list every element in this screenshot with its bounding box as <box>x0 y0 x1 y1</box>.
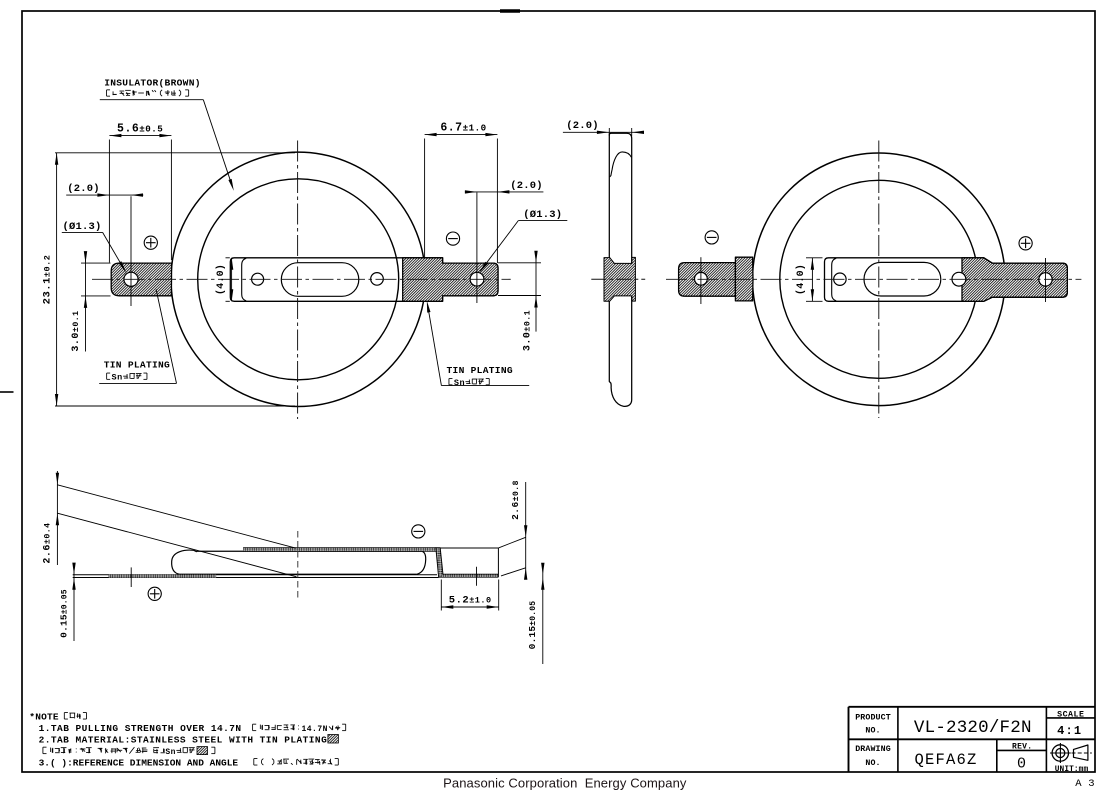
svg-text:N: N <box>323 725 328 734</box>
svg-text:3.0±0.1: 3.0±0.1 <box>523 310 534 351</box>
svg-text:n: n <box>117 373 122 383</box>
svg-text:TIN PLATING: TIN PLATING <box>447 365 513 376</box>
svg-text:5.6±0.5: 5.6±0.5 <box>117 123 163 136</box>
svg-text:4: 4 <box>307 725 312 734</box>
svg-text:UNIT:mm: UNIT:mm <box>1055 766 1089 774</box>
svg-text:PRODUCT: PRODUCT <box>855 714 891 723</box>
svg-text:S: S <box>165 748 170 757</box>
svg-text:2.6±0.4: 2.6±0.4 <box>43 522 54 563</box>
svg-text:3.0±0.1: 3.0±0.1 <box>71 310 82 351</box>
svg-text:Panasonic Corporation: Panasonic Corporation <box>443 776 577 791</box>
svg-text:REV.: REV. <box>1012 742 1032 751</box>
svg-text:0: 0 <box>1017 756 1026 773</box>
svg-text:(Ø1.3): (Ø1.3) <box>62 221 101 233</box>
svg-text:2.6±0.8: 2.6±0.8 <box>510 480 521 520</box>
svg-text:7: 7 <box>317 725 322 734</box>
svg-text:(4.0): (4.0) <box>215 264 227 295</box>
svg-text:Energy Company: Energy Company <box>585 776 687 791</box>
svg-text:4:1: 4:1 <box>1057 724 1082 738</box>
svg-text:NO.: NO. <box>865 759 880 768</box>
svg-text:5.2±1.0: 5.2±1.0 <box>449 595 492 607</box>
svg-text:TIN PLATING: TIN PLATING <box>104 360 170 371</box>
svg-text:n: n <box>171 748 176 757</box>
svg-text:QEFA6Z: QEFA6Z <box>914 751 977 769</box>
svg-text:n: n <box>459 378 464 388</box>
svg-text:(2.0): (2.0) <box>566 120 599 132</box>
svg-text:S: S <box>112 373 117 383</box>
svg-text:(4.0): (4.0) <box>795 264 807 295</box>
svg-text:S: S <box>454 378 459 388</box>
svg-text:VL-2320/F2N: VL-2320/F2N <box>914 718 1032 738</box>
svg-text:23.1±0.2: 23.1±0.2 <box>41 255 53 305</box>
svg-text:(Ø1.3): (Ø1.3) <box>523 209 562 221</box>
svg-text:1.TAB PULLING STRENGTH OVER 14: 1.TAB PULLING STRENGTH OVER 14.7N <box>39 723 242 734</box>
svg-text:1: 1 <box>301 725 306 734</box>
svg-text:*NOTE: *NOTE <box>29 712 59 723</box>
svg-text:DRAWING: DRAWING <box>855 745 891 754</box>
svg-text:(2.0): (2.0) <box>510 180 543 192</box>
svg-text:A 3: A 3 <box>1075 778 1095 790</box>
svg-text:NO.: NO. <box>865 727 880 736</box>
svg-text:INSULATOR(BROWN): INSULATOR(BROWN) <box>104 78 201 89</box>
svg-text:2.TAB MATERIAL:STAINLESS STEEL: 2.TAB MATERIAL:STAINLESS STEEL WITH TIN … <box>39 735 328 746</box>
svg-text:(2.0): (2.0) <box>67 183 100 195</box>
svg-text:6.7±1.0: 6.7±1.0 <box>440 122 486 135</box>
svg-text:.: . <box>312 725 317 734</box>
svg-text:0.15±0.05: 0.15±0.05 <box>58 589 69 638</box>
svg-text:0.15±0.05: 0.15±0.05 <box>527 601 538 650</box>
svg-text:3.( ):REFERENCE DIMENSION AND: 3.( ):REFERENCE DIMENSION AND ANGLE <box>39 758 239 769</box>
svg-text:SCALE: SCALE <box>1057 711 1084 720</box>
